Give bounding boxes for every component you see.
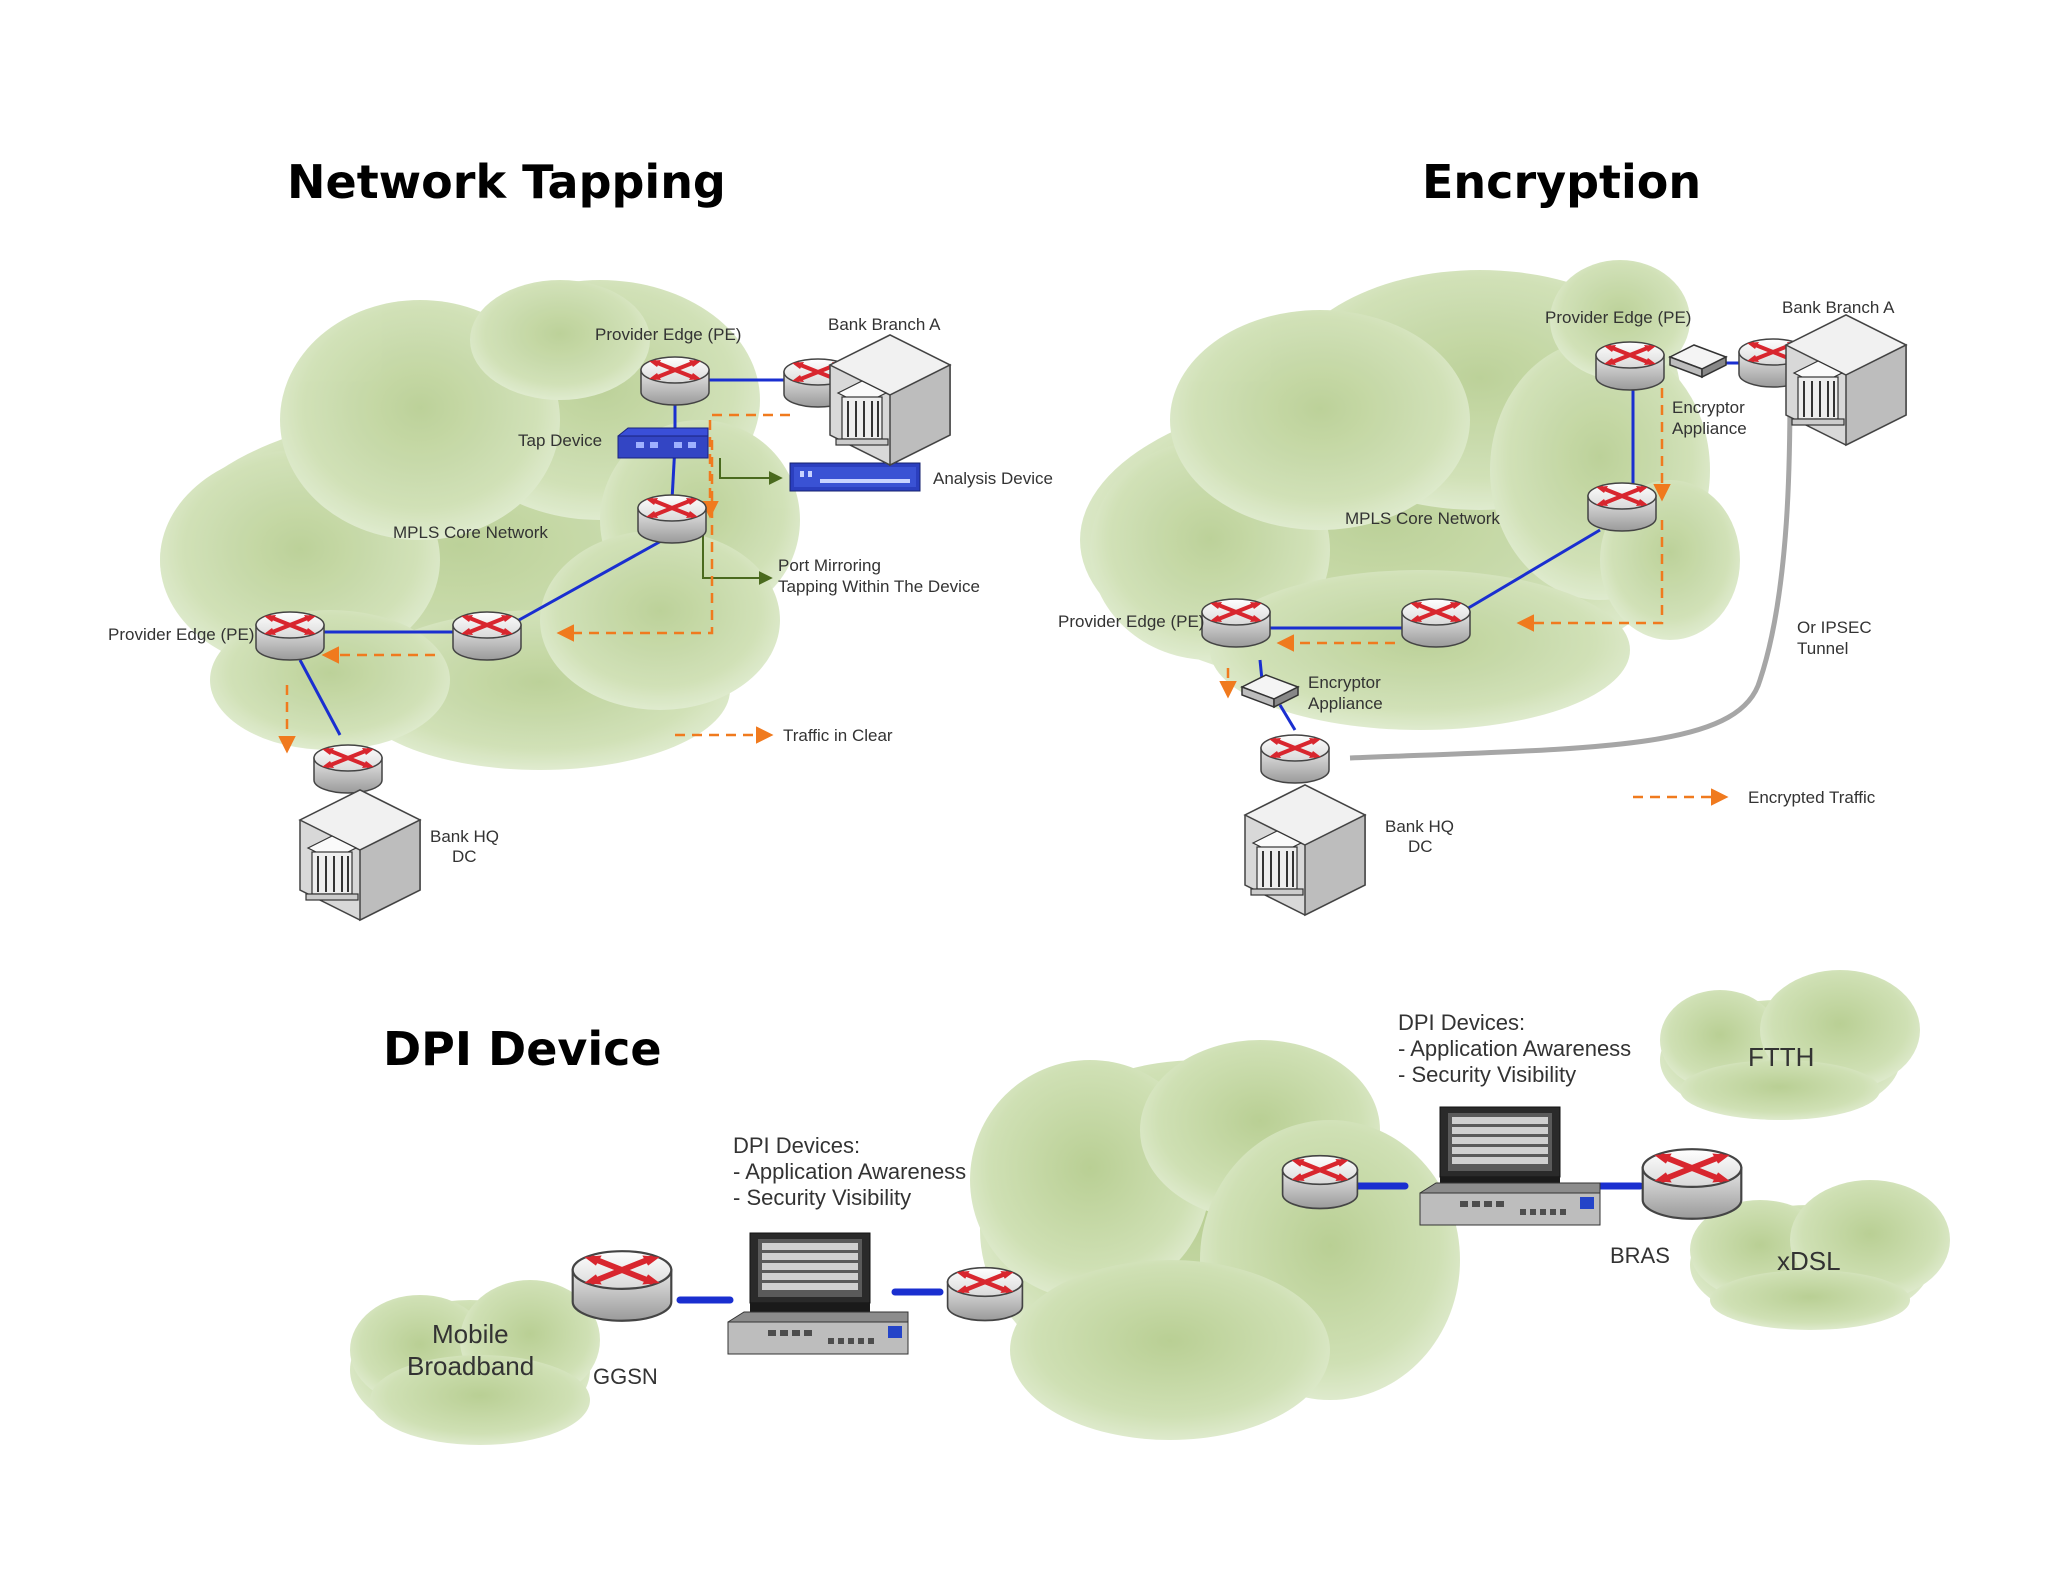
encryption-label-branch: Bank Branch A	[1782, 298, 1895, 317]
ggsn-router	[573, 1251, 672, 1321]
encryption-links	[1258, 361, 1745, 731]
title-encryption: Encryption	[1422, 155, 1701, 209]
encryption-router-pe-top	[1594, 340, 1666, 392]
tapping-label-branch: Bank Branch A	[828, 315, 941, 334]
tapping-label-hq-1: Bank HQ	[430, 827, 499, 846]
mobile-broadband-cloud	[350, 1280, 600, 1445]
tapping-diagram: Provider Edge (PE) Bank Branch A Tap Dev…	[108, 280, 1053, 921]
encryption-label-mpls: MPLS Core Network	[1345, 509, 1500, 528]
encryption-label-pe-top: Provider Edge (PE)	[1545, 308, 1691, 327]
encryption-label-pe-left: Provider Edge (PE)	[1058, 612, 1204, 631]
dpi-chassis-right-icon	[1439, 1106, 1561, 1188]
tapping-bank-hq-icon	[299, 789, 421, 921]
tapping-label-pe-left: Provider Edge (PE)	[108, 625, 254, 644]
bras-router	[1643, 1149, 1742, 1219]
encryption-router-hq	[1259, 733, 1331, 785]
tapping-label-tap-device: Tap Device	[518, 431, 602, 450]
dpi-left-label-2: - Application Awareness	[733, 1159, 966, 1184]
tapping-label-analysis: Analysis Device	[933, 469, 1053, 488]
tapping-label-hq-2: DC	[452, 847, 477, 866]
encryption-label-hq-2: DC	[1408, 837, 1433, 856]
dpi-links	[676, 1182, 1644, 1304]
encryption-label-ipsec-1: Or IPSEC	[1797, 618, 1872, 637]
encryption-label-ipsec-2: Tunnel	[1797, 639, 1848, 658]
tapping-mirror-lines	[702, 458, 783, 585]
xdsl-cloud	[1690, 1180, 1950, 1330]
tapping-router-core-left	[451, 610, 523, 662]
dpi-router-core-right	[1283, 1156, 1358, 1209]
encryption-router-core-left	[1400, 597, 1472, 649]
tapping-label-pe-top: Provider Edge (PE)	[595, 325, 741, 344]
dpi-label-ftth: FTTH	[1748, 1042, 1814, 1072]
dpi-left-label-3: - Security Visibility	[733, 1185, 911, 1210]
dpi-left-label-1: DPI Devices:	[733, 1133, 860, 1158]
tapping-router-pe-left	[254, 610, 326, 662]
dpi-appliance-right-icon	[1419, 1182, 1601, 1226]
dpi-right-label-2: - Application Awareness	[1398, 1036, 1631, 1061]
dpi-appliance-left-icon	[727, 1311, 909, 1355]
analysis-device	[789, 462, 921, 492]
encryption-label-enc-bottom-1: Encryptor	[1308, 673, 1381, 692]
tapping-clear-traffic	[278, 413, 790, 754]
tapping-router-pe-top	[639, 355, 711, 407]
tapping-router-hq	[312, 743, 384, 795]
dpi-diagram: Mobile Broadband GGSN DPI Devices: - App…	[350, 970, 1950, 1445]
ftth-cloud	[1660, 970, 1920, 1120]
encryption-label-hq-1: Bank HQ	[1385, 817, 1454, 836]
tapping-bank-branch-icon	[829, 334, 951, 466]
encryption-router-core-top	[1586, 481, 1658, 533]
tapping-router-core-top	[636, 493, 708, 545]
encryption-bank-hq-icon	[1244, 784, 1366, 916]
encryption-traffic	[1219, 388, 1671, 699]
dpi-label-bras: BRAS	[1610, 1243, 1670, 1268]
tap-device	[617, 427, 709, 459]
tapping-label-port-mirroring-1: Port Mirroring	[778, 556, 881, 575]
dpi-label-xdsl: xDSL	[1777, 1246, 1841, 1276]
dpi-label-mobile-1: Mobile	[432, 1319, 509, 1349]
tapping-legend-label: Traffic in Clear	[783, 726, 893, 745]
encryption-legend: Encrypted Traffic	[1633, 788, 1876, 807]
dpi-router-core-left	[948, 1268, 1023, 1321]
title-dpi-device: DPI Device	[383, 1022, 662, 1076]
encryption-legend-label: Encrypted Traffic	[1748, 788, 1876, 807]
dpi-label-ggsn: GGSN	[593, 1364, 658, 1389]
encryption-bank-branch-icon	[1785, 314, 1907, 446]
encryption-router-pe-left	[1200, 597, 1272, 649]
encryption-diagram: Provider Edge (PE) Bank Branch A Encrypt…	[1058, 260, 1907, 916]
dpi-chassis-left-icon	[749, 1232, 871, 1314]
ipsec-tunnel-line	[1349, 389, 1793, 761]
tapping-legend: Traffic in Clear	[675, 726, 893, 745]
dpi-right-label-3: - Security Visibility	[1398, 1062, 1576, 1087]
encryption-label-enc-bottom-2: Appliance	[1308, 694, 1383, 713]
title-network-tapping: Network Tapping	[287, 155, 726, 209]
dpi-right-label-1: DPI Devices:	[1398, 1010, 1525, 1035]
encryption-label-enc-top-1: Encryptor	[1672, 398, 1745, 417]
tapping-label-mpls: MPLS Core Network	[393, 523, 548, 542]
core-cloud	[970, 1040, 1460, 1440]
encryption-label-enc-top-2: Appliance	[1672, 419, 1747, 438]
tapping-label-port-mirroring-2: Tapping Within The Device	[778, 577, 980, 596]
dpi-label-mobile-2: Broadband	[407, 1351, 534, 1381]
